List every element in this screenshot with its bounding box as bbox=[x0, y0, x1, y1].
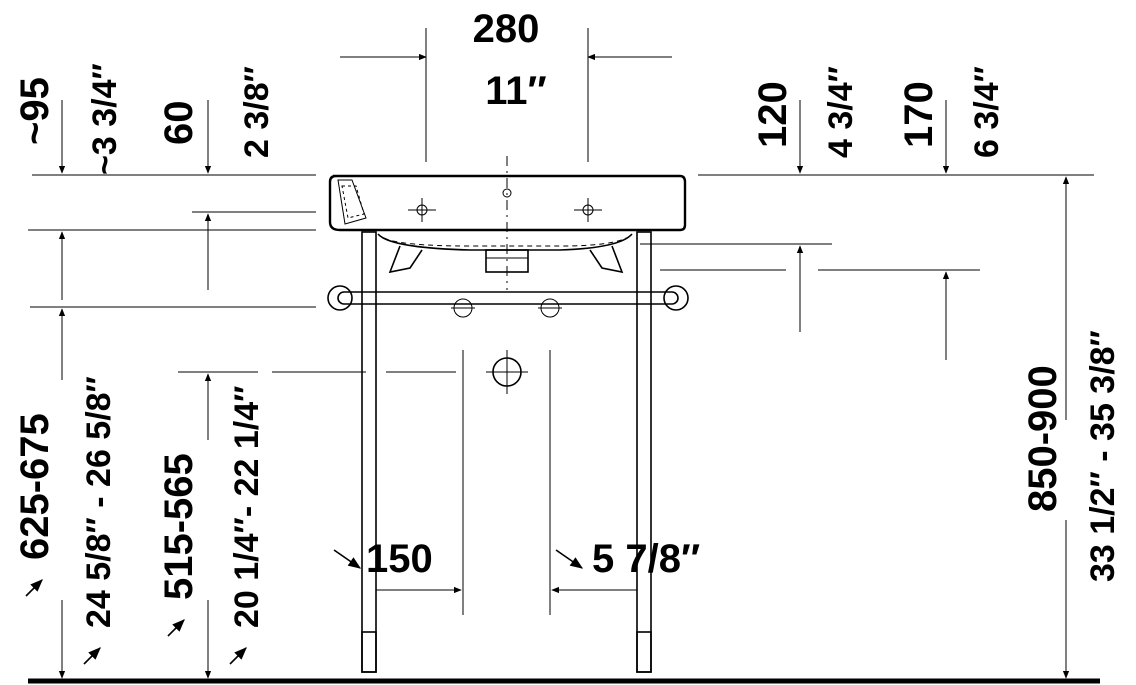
dim-right-a-mm: 120 bbox=[751, 81, 795, 148]
dim-leg-right-in: 5 7/8″ bbox=[592, 537, 700, 581]
dim-top-width bbox=[340, 28, 672, 162]
dim-leg-left-mm: 150 bbox=[366, 537, 433, 581]
towel-bar bbox=[327, 285, 689, 318]
dim-right-b-in: 6 3/4″ bbox=[968, 66, 1006, 158]
dim-left-depth-in: ~3 3/4″ bbox=[86, 63, 124, 175]
dim-rim-in: 2 3/8″ bbox=[238, 66, 276, 158]
dim-right-a-in: 4 3/4″ bbox=[822, 66, 860, 158]
waste-pipe-marker bbox=[486, 350, 528, 394]
dim-total-height-mm: 850-900 bbox=[1021, 365, 1065, 512]
tap-hole-center bbox=[502, 156, 512, 290]
dim-waste-in: 20 1/4″- 22 1/4″ bbox=[228, 386, 266, 628]
dim-top-width-mm: 280 bbox=[473, 7, 540, 51]
dim-top-width-in: 11″ bbox=[485, 69, 546, 113]
tap-hole-right bbox=[574, 198, 602, 222]
dim-right-b-mm: 170 bbox=[897, 81, 941, 148]
dim-total-height-in: 33 1/2″ - 35 3/8″ bbox=[1084, 330, 1122, 582]
tap-hole-left bbox=[408, 198, 436, 222]
dim-waste-mm: 515-565 bbox=[157, 453, 201, 600]
leg-right bbox=[636, 231, 652, 673]
dim-left-depth-mm: ~95 bbox=[13, 77, 57, 145]
leg-left bbox=[361, 231, 377, 673]
dim-rim-mm: 60 bbox=[157, 101, 201, 146]
dim-towel-bar-in: 24 5/8″ - 26 5/8″ bbox=[80, 376, 118, 628]
dim-towel-bar-mm: 625-675 bbox=[13, 413, 57, 560]
